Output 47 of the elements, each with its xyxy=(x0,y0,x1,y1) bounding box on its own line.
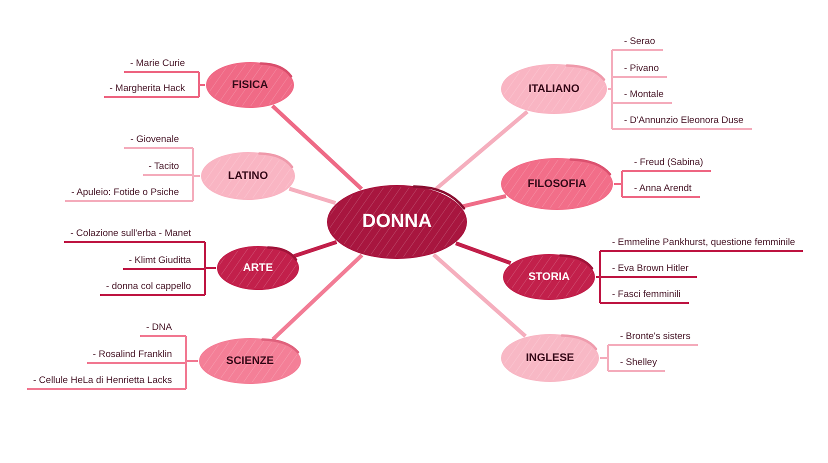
connector-line xyxy=(461,194,506,209)
connector-line xyxy=(455,241,512,265)
subtopic-label: - Tacito xyxy=(142,161,193,176)
connector-line xyxy=(271,254,364,341)
subtopic-label: - Cellule HeLa di Henrietta Lacks xyxy=(27,375,186,390)
connector-line xyxy=(434,110,529,192)
central-topic-label: DONNA xyxy=(362,212,432,232)
topic-label: FISICA xyxy=(232,78,268,92)
subtopic-label: - D'Annunzio Eleonora Duse xyxy=(612,115,752,130)
topic-label: FILOSOFIA xyxy=(528,178,586,190)
subtopic-label: - Eva Brown Hitler xyxy=(600,263,697,278)
subtopic-label: - Anna Arendt xyxy=(622,183,700,198)
subtopic-label: - Bronte's sisters xyxy=(608,331,698,346)
subtopic-label: - Serao xyxy=(612,36,664,51)
subtopic-label: - Rosalind Franklin xyxy=(86,349,186,364)
subtopic-label: - Margherita Hack xyxy=(104,83,199,98)
topic-label: ARTE xyxy=(243,262,273,274)
connector-line xyxy=(432,253,527,338)
subtopic-label: - Shelley xyxy=(608,357,665,372)
connector-line xyxy=(288,186,336,205)
subtopic-label: - Freud (Sabina) xyxy=(622,157,712,172)
topic-label: LATINO xyxy=(228,170,268,182)
connector-line xyxy=(204,267,216,295)
connector-line xyxy=(271,104,363,190)
subtopic-label: - Fasci femminili xyxy=(600,289,689,304)
subtopic-label: - Emmeline Pankhurst, questione femminile xyxy=(600,237,804,252)
connector-line xyxy=(608,77,613,90)
connector-line xyxy=(198,84,205,97)
subtopic-label: - Marie Curie xyxy=(124,58,199,73)
connector-line xyxy=(614,183,623,197)
subtopic-label: - Klimt Giuditta xyxy=(122,255,205,270)
subtopic-label: - donna col cappello xyxy=(100,281,205,296)
subtopic-label: - Montale xyxy=(612,89,672,104)
connector-line xyxy=(608,88,613,129)
subtopic-label: - Colazione sull'erba - Manet xyxy=(64,228,205,243)
subtopic-label: - Giovenale xyxy=(124,134,193,149)
topic-label: INGLESE xyxy=(526,352,574,364)
connector-line xyxy=(596,251,601,278)
topic-label: SCIENZE xyxy=(226,354,274,368)
subtopic-label: - Apuleio: Fotide o Psiche xyxy=(65,187,193,202)
subtopic-label: - DNA xyxy=(140,322,186,337)
subtopic-label: - Pivano xyxy=(612,63,667,78)
topic-label: STORIA xyxy=(528,270,570,284)
connector-line xyxy=(600,357,609,371)
topic-label: ITALIANO xyxy=(528,82,580,96)
connector-line xyxy=(596,276,601,303)
connector-line xyxy=(293,240,338,258)
